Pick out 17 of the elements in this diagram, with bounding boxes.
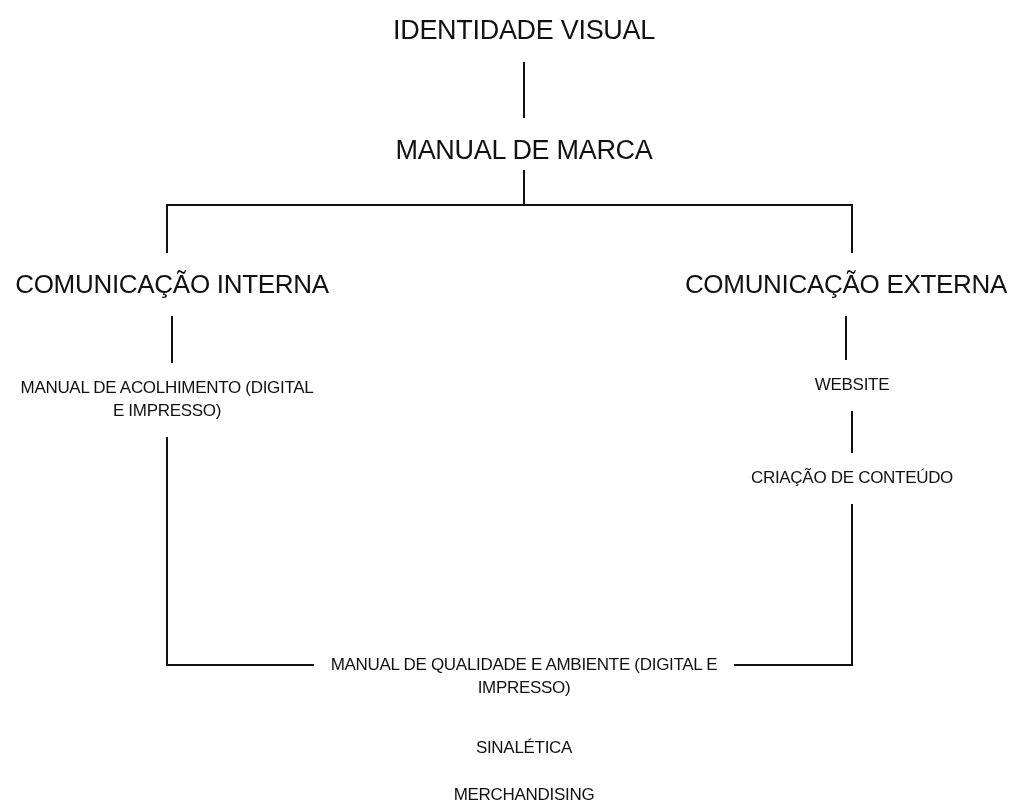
node-text: COMUNICAÇÃO INTERNA (14, 268, 330, 301)
node-text: WEBSITE (813, 374, 891, 396)
connector-line (845, 315, 847, 361)
connector-line (171, 315, 173, 364)
connector-line (733, 503, 853, 666)
node-text: CRIAÇÃO DE CONTEÚDO (749, 467, 955, 489)
connector-line (851, 410, 853, 454)
label-text: SINALÉTICA (475, 738, 573, 758)
node-text: MANUAL DE QUALIDADE E AMBIENTE (DIGITAL E IMPRESSO) (329, 654, 719, 699)
node-text: IDENTIDADE VISUAL (392, 14, 656, 47)
connector-line (523, 169, 853, 254)
connector-line (166, 436, 315, 666)
node-text: MANUAL DE ACOLHIMENTO (DIGITAL E IMPRESSO) (19, 377, 315, 422)
node-text: MANUAL DE MARCA (394, 134, 654, 167)
node-text: COMUNICAÇÃO EXTERNA (683, 268, 1009, 301)
label-text: MERCHANDISING (453, 785, 595, 805)
connector-line (523, 61, 525, 119)
